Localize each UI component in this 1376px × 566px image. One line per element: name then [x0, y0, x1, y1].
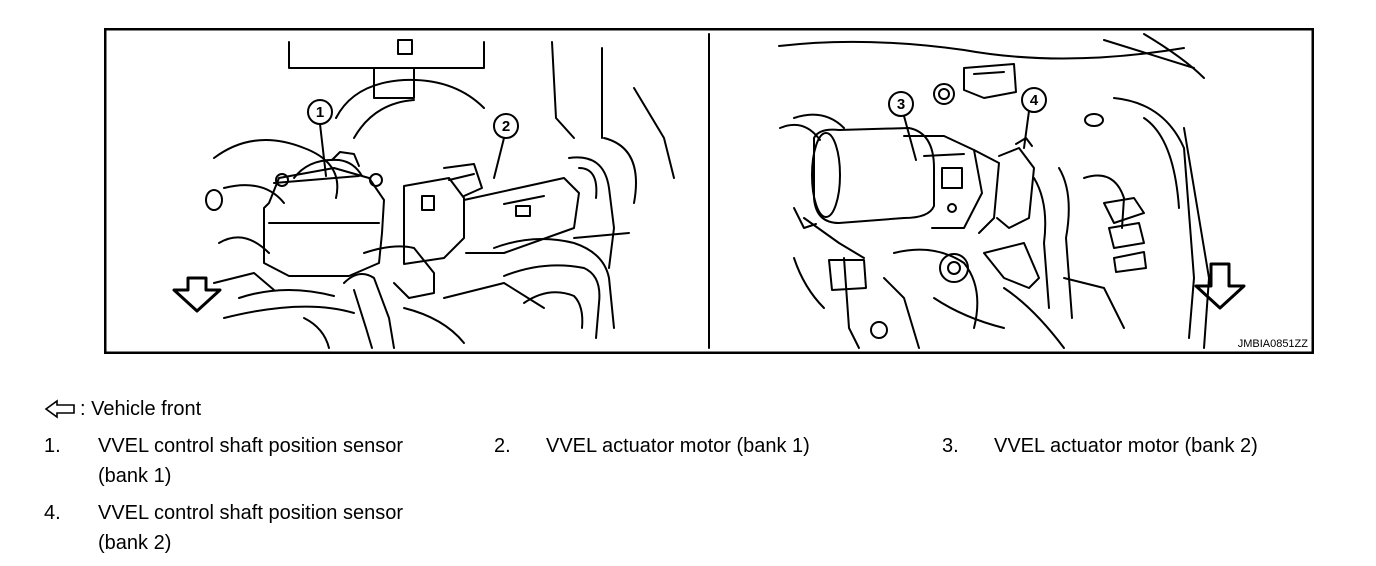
vehicle-front-legend: : Vehicle front: [44, 396, 201, 422]
vehicle-front-arrow-right: [1194, 262, 1246, 310]
legend-item-text-line2: (bank 2): [98, 532, 172, 554]
callout-2-number: 2: [502, 118, 510, 135]
figure-frame: [104, 28, 1314, 354]
engine-component-figure: 1 2 3 4 JMBIA0851ZZ: [104, 28, 1314, 354]
hollow-left-arrow-icon: [44, 399, 75, 419]
legend-item-text: VVEL actuator motor (bank 2): [994, 435, 1258, 457]
legend-item-number: 3.: [942, 435, 959, 457]
legend-item-text: VVEL control shaft position sensor: [98, 435, 403, 457]
vehicle-front-arrow-left: [172, 276, 222, 313]
figure-code: JMBIA0851ZZ: [1238, 338, 1309, 350]
callout-2-circle: [493, 113, 519, 139]
legend-item-number: 1.: [44, 435, 61, 457]
legend-item-text: VVEL actuator motor (bank 1): [546, 435, 810, 457]
vehicle-front-label: : Vehicle front: [80, 397, 202, 420]
callout-3-circle: [888, 91, 914, 117]
left-panel-drawing: [172, 39, 675, 349]
legend-item-number: 2.: [494, 435, 511, 457]
legend-item-number: 4.: [44, 502, 61, 524]
callout-3-number: 3: [897, 96, 905, 113]
callout-4-circle: [1021, 87, 1047, 113]
right-panel-drawing: [778, 33, 1246, 349]
callout-1-number: 1: [316, 104, 324, 121]
callout-4-number: 4: [1030, 92, 1039, 109]
callout-1-circle: [307, 99, 333, 125]
legend-item-text-line2: (bank 1): [98, 465, 172, 487]
legend-item-text: VVEL control shaft position sensor: [98, 502, 403, 524]
